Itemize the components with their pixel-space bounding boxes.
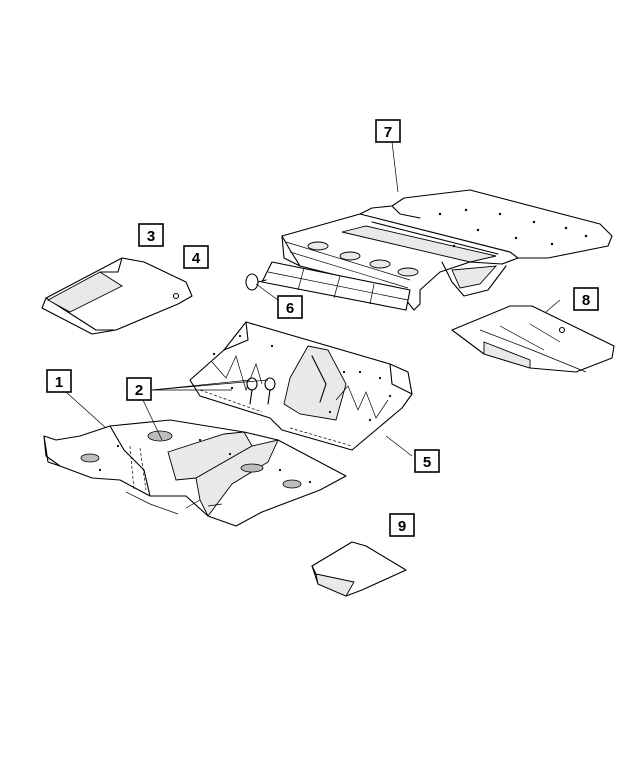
leader-lines bbox=[65, 141, 561, 457]
callout-5: 5 bbox=[414, 449, 440, 473]
callout-2: 2 bbox=[126, 377, 152, 401]
svg-text:7: 7 bbox=[384, 124, 392, 141]
part-3-4-front-floor-mat bbox=[41, 257, 193, 335]
part-6-insulator-pad bbox=[245, 261, 411, 311]
callout-7: 7 bbox=[375, 119, 401, 143]
part-1-front-floor-pan bbox=[43, 419, 347, 527]
part-5-rear-floor-pan bbox=[189, 321, 413, 451]
svg-text:1: 1 bbox=[55, 374, 63, 391]
callout-9: 9 bbox=[389, 513, 415, 537]
svg-text:5: 5 bbox=[423, 454, 431, 471]
callout-8: 8 bbox=[573, 287, 599, 311]
part-9-pad bbox=[311, 541, 407, 597]
callout-4: 4 bbox=[183, 245, 209, 269]
part-8-cargo-mat bbox=[451, 305, 615, 373]
svg-text:8: 8 bbox=[582, 292, 590, 309]
part-7-cargo-floor-pan bbox=[281, 189, 613, 311]
callout-3: 3 bbox=[138, 223, 164, 247]
svg-text:3: 3 bbox=[147, 228, 155, 245]
svg-text:6: 6 bbox=[286, 300, 294, 317]
svg-text:2: 2 bbox=[135, 382, 143, 399]
svg-text:9: 9 bbox=[398, 518, 406, 535]
svg-text:4: 4 bbox=[192, 250, 201, 267]
callout-1: 1 bbox=[46, 369, 72, 393]
callout-6: 6 bbox=[277, 295, 303, 319]
